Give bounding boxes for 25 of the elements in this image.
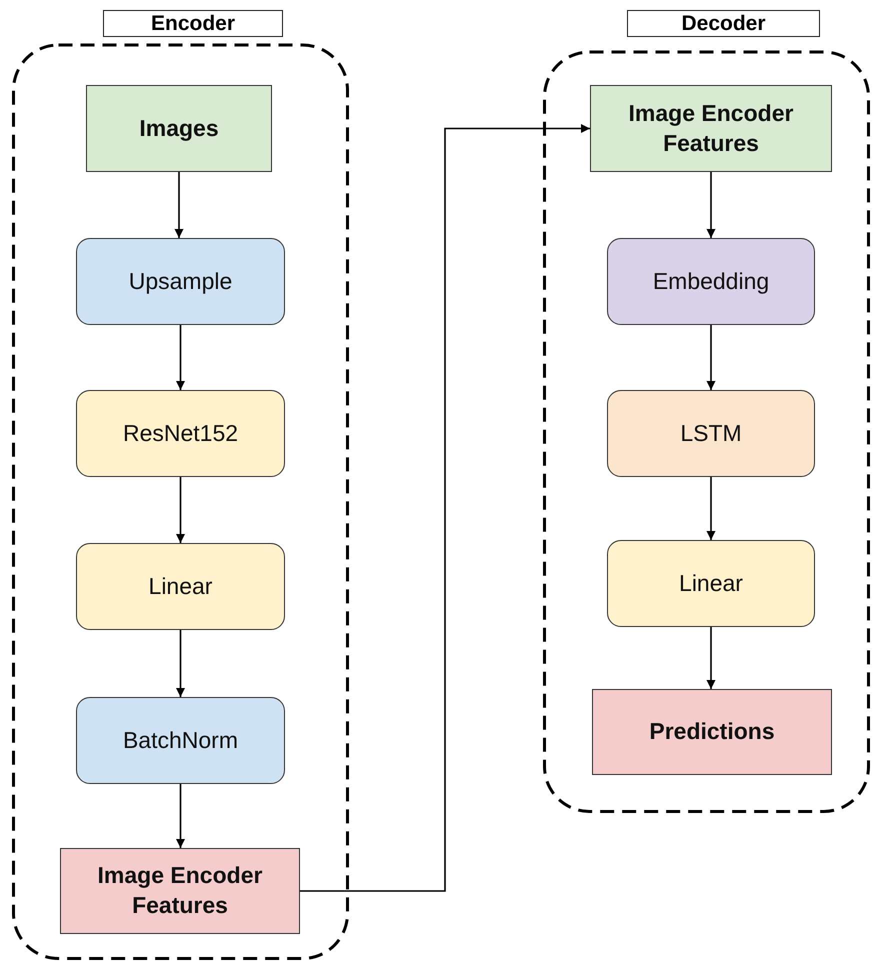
- dashed-group-frame: [12, 10, 349, 960]
- process-box: Linear: [76, 543, 285, 630]
- arrow: [706, 477, 716, 540]
- arrow: [706, 627, 716, 689]
- process-box: Upsample: [76, 238, 285, 325]
- arrow: [706, 325, 716, 390]
- group-title: Encoder: [103, 10, 283, 37]
- arrow: [176, 325, 185, 390]
- arrow: [706, 172, 716, 238]
- process-box: BatchNorm: [76, 697, 285, 784]
- arrow: [176, 784, 185, 848]
- process-box: Linear: [607, 540, 815, 627]
- data-box: Image Encoder Features: [60, 848, 300, 934]
- data-box: Predictions: [592, 689, 832, 775]
- arrow: [300, 124, 590, 892]
- data-box: Image Encoder Features: [590, 85, 832, 172]
- dashed-group-frame: [543, 10, 870, 813]
- process-box: LSTM: [607, 390, 815, 477]
- arrow: [176, 630, 185, 697]
- data-box: Images: [86, 85, 272, 172]
- process-box: Embedding: [607, 238, 815, 325]
- group-title: Decoder: [627, 10, 820, 37]
- arrow: [174, 172, 184, 238]
- arrow: [176, 477, 185, 543]
- process-box: ResNet152: [76, 390, 285, 477]
